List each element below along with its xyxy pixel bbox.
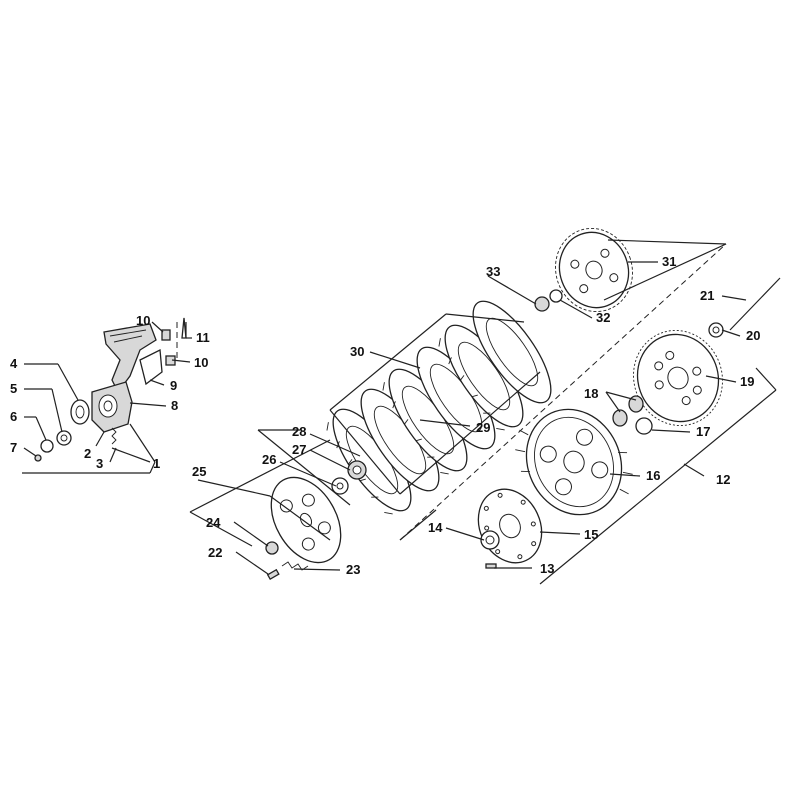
bearing-18a xyxy=(612,409,628,427)
screw-13 xyxy=(485,563,497,569)
callout-18: 18 xyxy=(584,386,598,401)
bearing-18b xyxy=(628,395,644,413)
callout-22: 22 xyxy=(208,545,222,560)
callout-17: 17 xyxy=(696,424,710,439)
primary-gear xyxy=(555,227,633,313)
spring xyxy=(111,427,117,445)
bolt-22 xyxy=(266,568,280,580)
callout-4: 4 xyxy=(10,356,18,371)
callout-7: 7 xyxy=(10,440,17,455)
callout-32: 32 xyxy=(596,310,610,325)
seal xyxy=(56,430,72,446)
callout-21: 21 xyxy=(700,288,714,303)
callout-25: 25 xyxy=(192,464,206,479)
callout-8: 8 xyxy=(171,398,178,413)
clutch-basket xyxy=(515,408,633,516)
callout-19: 19 xyxy=(740,374,754,389)
callout-26: 26 xyxy=(262,452,276,467)
callout-14: 14 xyxy=(428,520,443,535)
nut-33 xyxy=(534,296,550,312)
callout-10a: 10 xyxy=(136,313,150,328)
callout-28: 28 xyxy=(292,424,306,439)
pushrod xyxy=(729,277,781,331)
screw xyxy=(181,317,187,339)
callout-20: 20 xyxy=(746,328,760,343)
callout-1: 1 xyxy=(153,456,160,471)
leader-lines-right xyxy=(399,239,777,585)
bushing-17 xyxy=(635,417,653,435)
leader-lines-left xyxy=(22,321,192,474)
callout-labels: 4 5 6 7 2 3 1 8 9 10 10 11 12 13 14 15 1… xyxy=(10,254,760,577)
pressure-plate xyxy=(270,476,342,564)
clutch-plate-pack xyxy=(326,300,552,515)
callout-2: 2 xyxy=(84,446,91,461)
callout-16: 16 xyxy=(646,468,660,483)
washer-32 xyxy=(549,289,563,303)
callout-24: 24 xyxy=(206,515,221,530)
pin xyxy=(34,454,42,462)
gasket xyxy=(70,399,90,425)
lever-arm xyxy=(139,348,163,386)
callout-9: 9 xyxy=(170,378,177,393)
leader-lines-middle xyxy=(189,313,541,575)
callout-27: 27 xyxy=(292,442,306,457)
callout-6: 6 xyxy=(10,409,17,424)
washer xyxy=(40,439,54,453)
callout-30: 30 xyxy=(350,344,364,359)
callout-29: 29 xyxy=(476,420,490,435)
callout-11: 11 xyxy=(196,330,210,345)
callout-23: 23 xyxy=(346,562,360,577)
callout-3: 3 xyxy=(96,456,103,471)
callout-5: 5 xyxy=(10,381,17,396)
callout-31: 31 xyxy=(662,254,676,269)
callout-13: 13 xyxy=(540,561,554,576)
driven-gear xyxy=(633,330,723,426)
callout-10b: 10 xyxy=(194,355,208,370)
callout-15: 15 xyxy=(584,527,598,542)
washer-24 xyxy=(265,541,279,555)
callout-12: 12 xyxy=(716,472,730,487)
bolt xyxy=(161,329,171,341)
lever-assembly xyxy=(34,317,187,462)
callout-33: 33 xyxy=(486,264,500,279)
